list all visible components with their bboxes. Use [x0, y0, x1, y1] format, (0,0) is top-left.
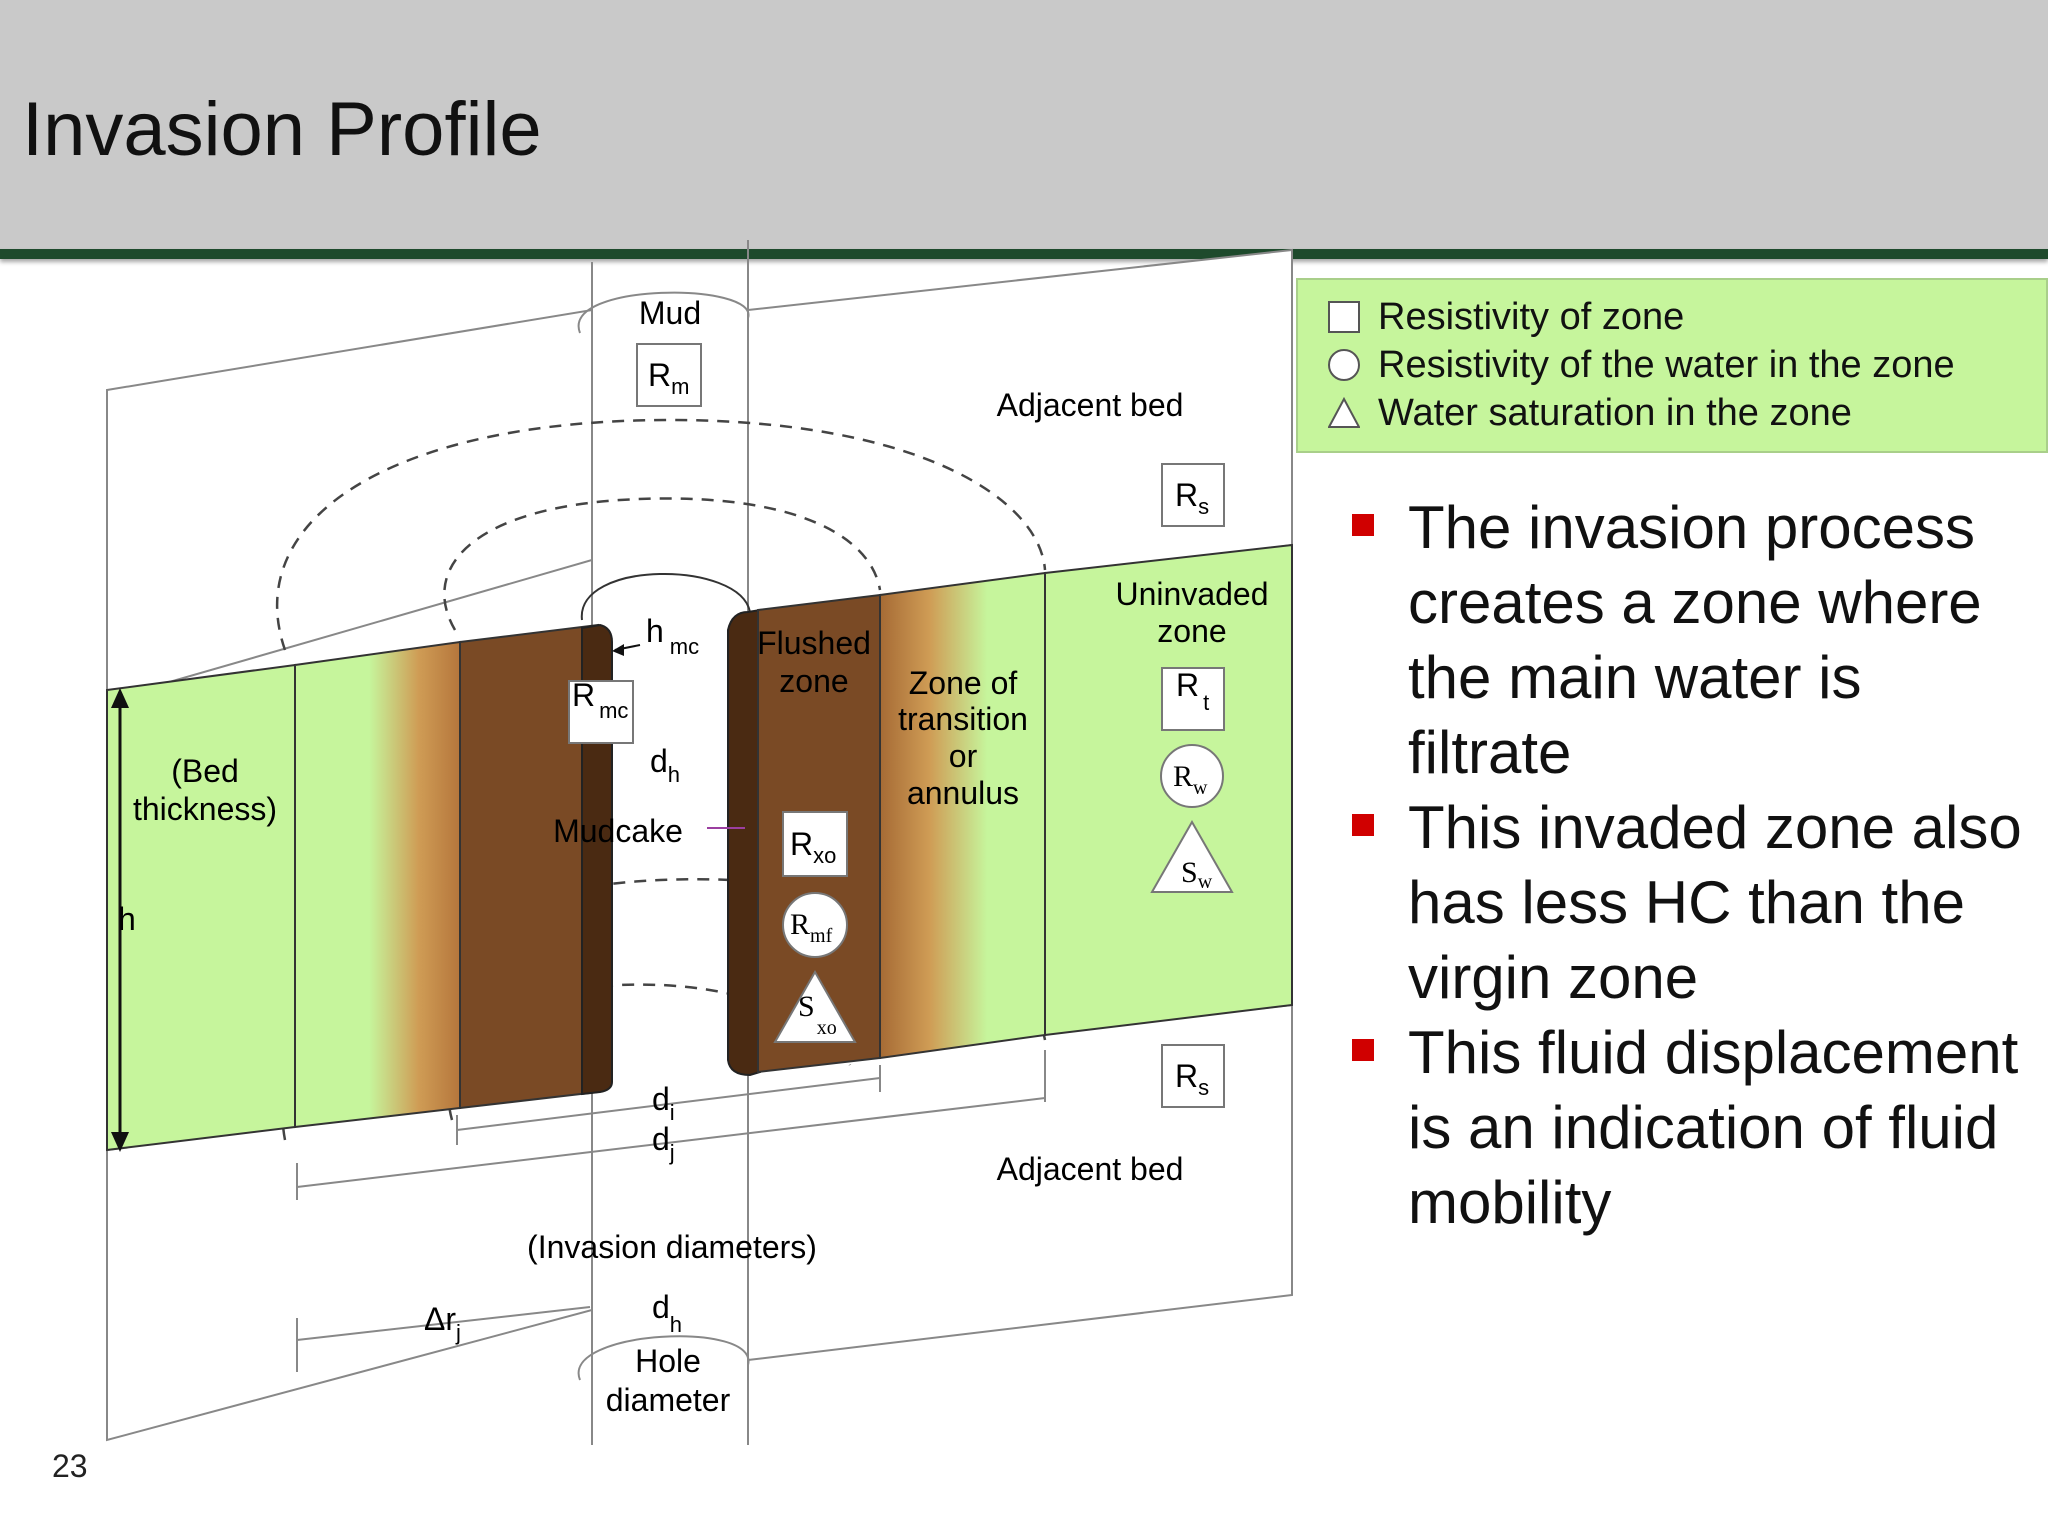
rs-top-box: Rs — [1161, 463, 1225, 527]
bullet-marker — [1352, 514, 1374, 536]
svg-text:Rmf: Rmf — [790, 908, 833, 947]
borehole-bottom-arc — [577, 1335, 750, 1381]
borehole-formation-top-arc — [580, 572, 751, 621]
bullet-marker — [1352, 1039, 1374, 1061]
slide-number: 23 — [52, 1448, 88, 1484]
square-icon — [1328, 301, 1360, 333]
legend-label: Resistivity of zone — [1378, 295, 1685, 338]
invasion-diameters-label: (Invasion diameters) — [527, 1229, 817, 1265]
upper-outer-dashed-ellipse — [275, 418, 1047, 651]
right-transition-zone — [879, 571, 1046, 1060]
hmc-pointer-head — [612, 644, 624, 656]
right-mudcake — [727, 608, 761, 1077]
drj-dimension-line — [296, 1306, 591, 1341]
slide-header — [0, 0, 2048, 252]
svg-text:Rw: Rw — [1173, 760, 1208, 799]
bed-thickness-arrow-top — [111, 688, 129, 708]
slide-title: Invasion Profile — [22, 87, 542, 172]
bed-thickness-label-1: (Bed — [171, 753, 239, 789]
circle-icon — [1328, 349, 1360, 381]
bed-thickness-arrow-bottom — [111, 1132, 129, 1152]
mudcake-label: Mudcake — [553, 813, 683, 849]
svg-text:Rxo: Rxo — [790, 826, 836, 868]
rm-box: Rm — [636, 343, 702, 407]
triangle-icon — [1328, 397, 1360, 429]
legend-item-water-saturation: Water saturation in the zone — [1328, 390, 1852, 436]
dj-dimension-line — [296, 1097, 1046, 1188]
dh-mid-symbol: dh — [650, 743, 680, 787]
sxo-triangle: Sxo — [773, 969, 857, 1043]
dj-symbol: dj — [652, 1121, 675, 1165]
hole-diameter-label-2: diameter — [606, 1382, 731, 1418]
rs-bottom-box: Rs — [1161, 1044, 1225, 1108]
svg-text:Rs: Rs — [1175, 477, 1209, 519]
bullet-marker — [1352, 814, 1374, 836]
transition-zone-label-3: or — [949, 738, 978, 774]
transition-zone-label-1: Zone of — [909, 665, 1018, 701]
bed-thickness-label-2: thickness) — [133, 791, 277, 827]
h-label: h — [118, 901, 136, 937]
bullet-list: The invasion process creates a zone wher… — [1352, 490, 2032, 1240]
borehole-top-arc — [577, 291, 750, 334]
rw-circle: Rw — [1160, 744, 1224, 808]
left-transition-zone — [294, 640, 461, 1129]
svg-text:Rm: Rm — [648, 357, 689, 399]
header-rule — [0, 249, 2048, 259]
svg-text:Rmc: Rmc — [572, 677, 628, 723]
di-symbol: di — [652, 1081, 675, 1125]
di-dimension-line — [456, 1077, 881, 1131]
svg-text:Sxo: Sxo — [798, 990, 837, 1039]
transition-zone-label-2: transition — [898, 701, 1028, 737]
uninvaded-zone-label-2: zone — [1157, 613, 1226, 649]
transition-zone-label-4: annulus — [907, 775, 1019, 811]
rmf-circle: Rmf — [782, 892, 848, 958]
lower-outer-dashed-ellipse — [281, 877, 1047, 1141]
adjacent-bed-bottom-label: Adjacent bed — [997, 1151, 1184, 1187]
legend-item-resistivity-water: Resistivity of the water in the zone — [1328, 342, 1955, 388]
flushed-zone-label-2: zone — [779, 663, 848, 699]
sw-triangle: Sw — [1150, 819, 1234, 893]
svg-text:Rt: Rt — [1176, 667, 1209, 715]
legend: Resistivity of zone Resistivity of the w… — [1296, 278, 2048, 453]
dh-bottom-symbol: dh — [652, 1289, 682, 1337]
uninvaded-zone-label-1: Uninvaded — [1116, 576, 1269, 612]
rxo-box: Rxo — [782, 811, 848, 877]
bullet-item: This fluid displacement is an indication… — [1352, 1015, 2032, 1240]
svg-text:Rs: Rs — [1175, 1058, 1209, 1100]
svg-text:Sw: Sw — [1181, 856, 1213, 893]
adjacent-bed-top-label: Adjacent bed — [997, 387, 1184, 423]
mud-label: Mud — [639, 295, 701, 331]
drj-symbol: Δrj — [424, 1301, 461, 1345]
bullet-item: This invaded zone also has less HC than … — [1352, 790, 2032, 1015]
hole-diameter-label-1: Hole — [635, 1343, 701, 1379]
flushed-zone-label-1: Flushed — [757, 625, 871, 661]
legend-label: Water saturation in the zone — [1378, 391, 1852, 434]
bullet-item: The invasion process creates a zone wher… — [1352, 490, 2032, 790]
upper-inner-dashed-ellipse — [443, 497, 882, 631]
legend-item-resistivity-zone: Resistivity of zone — [1328, 294, 1684, 340]
legend-label: Resistivity of the water in the zone — [1378, 343, 1955, 386]
